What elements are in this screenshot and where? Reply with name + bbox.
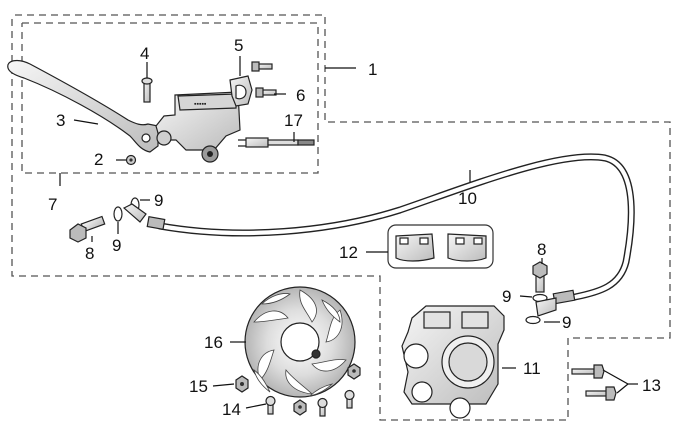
callout-8-upper: 8 (85, 244, 94, 263)
callout-labels: 1 2 3 4 5 6 7 8 8 9 9 9 9 10 11 12 13 14… (48, 36, 661, 419)
callout-14: 14 (222, 400, 241, 419)
pivot-bolt (141, 77, 153, 103)
callout-9-lower-b: 9 (562, 313, 571, 332)
callout-7: 7 (48, 195, 57, 214)
banjo-bolt-lower (525, 261, 557, 325)
callout-1: 1 (368, 60, 377, 79)
callout-17: 17 (284, 111, 303, 130)
callout-10: 10 (458, 189, 477, 208)
disc-nut (235, 375, 249, 393)
brake-pads (387, 224, 494, 269)
brake-disc (244, 286, 356, 398)
banjo-bolt-upper (69, 197, 147, 243)
callout-9-upper-a: 9 (112, 236, 121, 255)
callout-12: 12 (339, 243, 358, 262)
callout-6: 6 (296, 86, 305, 105)
caliper-bolts (571, 364, 617, 401)
callout-3: 3 (56, 111, 65, 130)
callout-8-lower: 8 (537, 240, 546, 259)
master-cylinder: ▪▪▪▪▪ (155, 91, 241, 163)
disc-bolts (265, 363, 361, 417)
callout-13: 13 (642, 376, 661, 395)
handlebar-clamp (229, 75, 253, 107)
callout-4: 4 (140, 44, 149, 63)
brake-caliper (401, 305, 505, 419)
callout-9-upper-b: 9 (154, 191, 163, 210)
callout-15: 15 (189, 377, 208, 396)
leader-lines (59, 56, 638, 409)
callout-2: 2 (94, 150, 103, 169)
brake-lever (7, 59, 159, 153)
brake-light-switch (238, 137, 315, 148)
clamp-bolts (251, 61, 277, 98)
reservoir-label-mark: ▪▪▪▪▪ (194, 101, 207, 108)
callout-5: 5 (234, 36, 243, 55)
callout-9-lower-a: 9 (502, 287, 511, 306)
brake-hose (146, 153, 635, 305)
callout-11: 11 (523, 359, 541, 378)
lever-nut (125, 154, 137, 166)
assembly-frame-master-cylinder (11, 14, 671, 421)
callout-16: 16 (204, 333, 223, 352)
